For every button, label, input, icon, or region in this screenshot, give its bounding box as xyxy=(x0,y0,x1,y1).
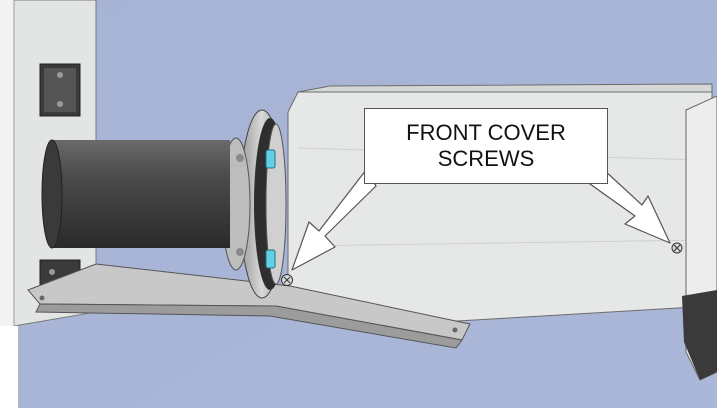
screw-icon xyxy=(265,249,276,269)
callout-label: FRONT COVER SCREWS xyxy=(364,108,608,184)
screw-icon xyxy=(265,149,276,169)
flange xyxy=(239,109,287,299)
screw-icon xyxy=(671,242,683,254)
callout-line-2: SCREWS xyxy=(437,146,535,171)
cylinder xyxy=(41,139,230,249)
callout-line-1: FRONT COVER xyxy=(406,120,566,145)
screw-icon xyxy=(281,274,293,286)
mounting-bracket xyxy=(27,263,471,349)
arrow-icon xyxy=(589,169,671,244)
arrow-icon xyxy=(291,169,377,271)
